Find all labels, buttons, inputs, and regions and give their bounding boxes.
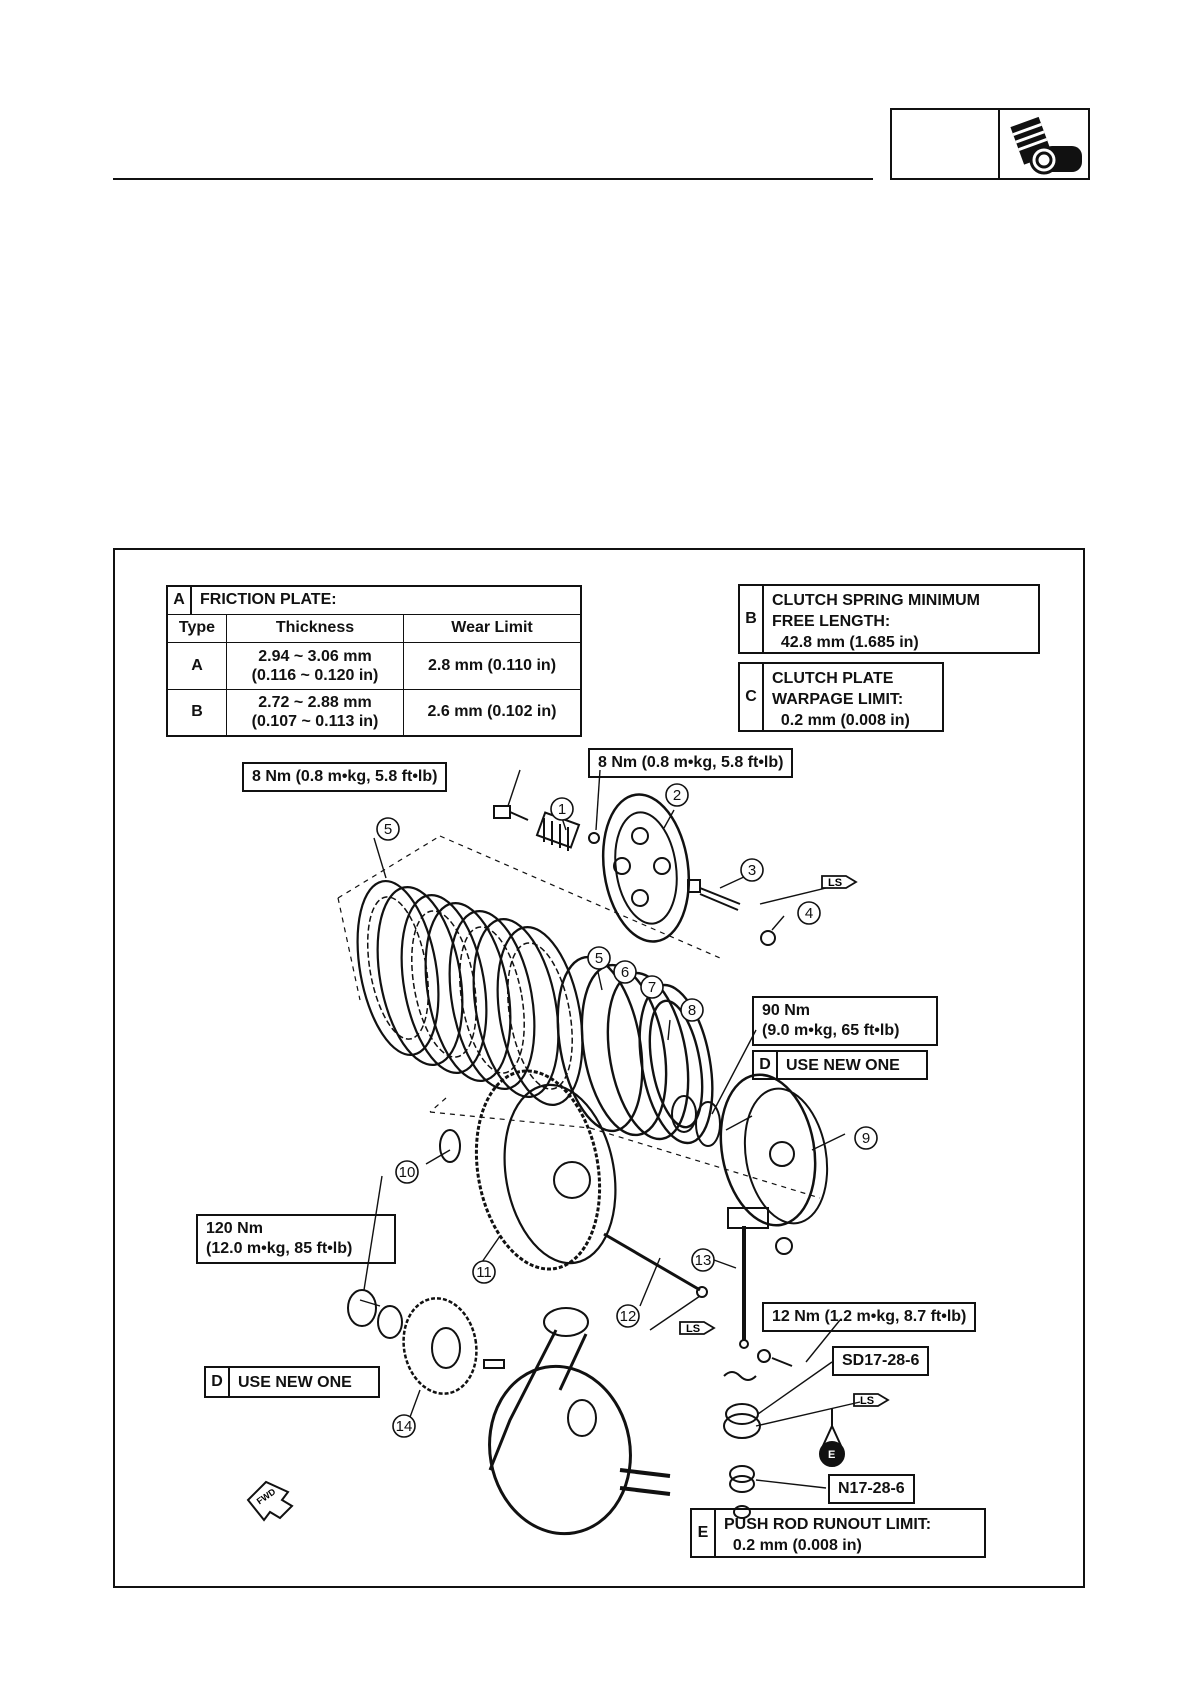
thickness-in: (0.107 ~ 0.113 in) xyxy=(251,713,379,731)
row-wear: 2.6 mm (0.102 in) xyxy=(403,688,582,737)
col-header-thickness: Thickness xyxy=(226,613,404,643)
spec-letter-e: E xyxy=(692,1510,716,1556)
spec-letter-a: A xyxy=(166,585,192,615)
thickness-in: (0.116 ~ 0.120 in) xyxy=(251,666,379,684)
table-row: B 2.72 ~ 2.88 mm (0.107 ~ 0.113 in) 2.6 … xyxy=(166,688,582,737)
row-type: A xyxy=(166,641,227,690)
tool-code-sd: SD17-28-6 xyxy=(832,1346,930,1376)
header-rule xyxy=(113,178,873,180)
col-header-type: Type xyxy=(166,613,227,643)
diagram-frame xyxy=(113,548,1085,1588)
clutch-icon xyxy=(1010,116,1082,175)
spec-box-c: C CLUTCH PLATE WARPAGE LIMIT: 0.2 mm (0.… xyxy=(738,662,944,732)
col-header-wear: Wear Limit xyxy=(403,613,582,643)
spec-letter-c: C xyxy=(740,664,764,730)
spec-text-c: CLUTCH PLATE WARPAGE LIMIT: 0.2 mm (0.00… xyxy=(772,670,910,729)
section-box xyxy=(890,108,1000,180)
row-thickness: 2.94 ~ 3.06 mm (0.116 ~ 0.120 in) xyxy=(226,641,404,690)
torque-label: 12 Nm (1.2 m•kg, 8.7 ft•lb) xyxy=(762,1302,977,1332)
tool-code-n: N17-28-6 xyxy=(828,1474,915,1504)
spec-box-e: E PUSH ROD RUNOUT LIMIT: 0.2 mm (0.008 i… xyxy=(690,1508,986,1558)
torque-label: 120 Nm (12.0 m•kg, 85 ft•lb) xyxy=(196,1214,396,1264)
friction-plate-table: A FRICTION PLATE: Type Thickness Wear Li… xyxy=(166,585,582,737)
spec-text-d: USE NEW ONE xyxy=(786,1057,900,1074)
row-wear: 2.8 mm (0.110 in) xyxy=(403,641,582,690)
thickness-mm: 2.72 ~ 2.88 mm xyxy=(258,694,372,712)
spec-box-d-upper: D USE NEW ONE xyxy=(752,1050,928,1080)
row-type: B xyxy=(166,688,227,737)
spec-box-d-lower: D USE NEW ONE xyxy=(204,1366,380,1398)
spec-box-b: B CLUTCH SPRING MINIMUM FREE LENGTH: 42.… xyxy=(738,584,1040,654)
spec-text-d: USE NEW ONE xyxy=(238,1374,352,1391)
engine-icon-box xyxy=(998,108,1090,180)
torque-label: 90 Nm (9.0 m•kg, 65 ft•lb) xyxy=(752,996,938,1046)
spec-text-e: PUSH ROD RUNOUT LIMIT: 0.2 mm (0.008 in) xyxy=(724,1516,932,1554)
row-thickness: 2.72 ~ 2.88 mm (0.107 ~ 0.113 in) xyxy=(226,688,404,737)
friction-plate-title: FRICTION PLATE: xyxy=(190,585,582,615)
table-row: A 2.94 ~ 3.06 mm (0.116 ~ 0.120 in) 2.8 … xyxy=(166,641,582,690)
spec-letter-d: D xyxy=(754,1052,778,1078)
spec-text-b: CLUTCH SPRING MINIMUM FREE LENGTH: 42.8 … xyxy=(772,592,980,651)
torque-label: 8 Nm (0.8 m•kg, 5.8 ft•lb) xyxy=(242,762,448,792)
spec-letter-b: B xyxy=(740,586,764,652)
torque-label: 8 Nm (0.8 m•kg, 5.8 ft•lb) xyxy=(588,748,794,778)
spec-letter-d: D xyxy=(206,1368,230,1396)
thickness-mm: 2.94 ~ 3.06 mm xyxy=(258,647,372,665)
